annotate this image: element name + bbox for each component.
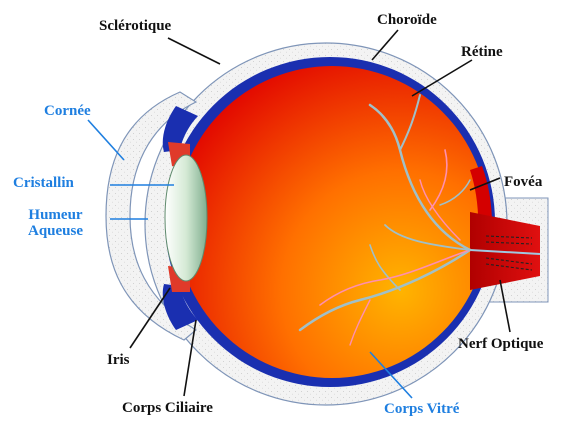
label-nerf-optique: Nerf Optique bbox=[458, 336, 543, 352]
leader-sclerotique bbox=[168, 38, 220, 64]
label-sclerotique: Sclérotique bbox=[99, 18, 171, 34]
label-corps-vitre: Corps Vitré bbox=[384, 401, 459, 417]
label-retine: Rétine bbox=[461, 44, 503, 60]
label-choroide: Choroïde bbox=[377, 12, 437, 28]
label-iris: Iris bbox=[107, 352, 130, 368]
lens bbox=[165, 155, 207, 281]
label-humeur-line1: Humeur bbox=[28, 207, 83, 223]
label-fovea: Fovéa bbox=[504, 174, 542, 190]
label-cornee: Cornée bbox=[44, 103, 91, 119]
label-humeur-aqueuse: Humeur Aqueuse bbox=[28, 207, 83, 239]
leader-cornee bbox=[88, 120, 124, 160]
label-humeur-line2: Aqueuse bbox=[28, 223, 83, 239]
vitreous-body bbox=[176, 66, 488, 378]
label-cristallin: Cristallin bbox=[13, 175, 74, 191]
label-corps-ciliaire: Corps Ciliaire bbox=[122, 400, 213, 416]
